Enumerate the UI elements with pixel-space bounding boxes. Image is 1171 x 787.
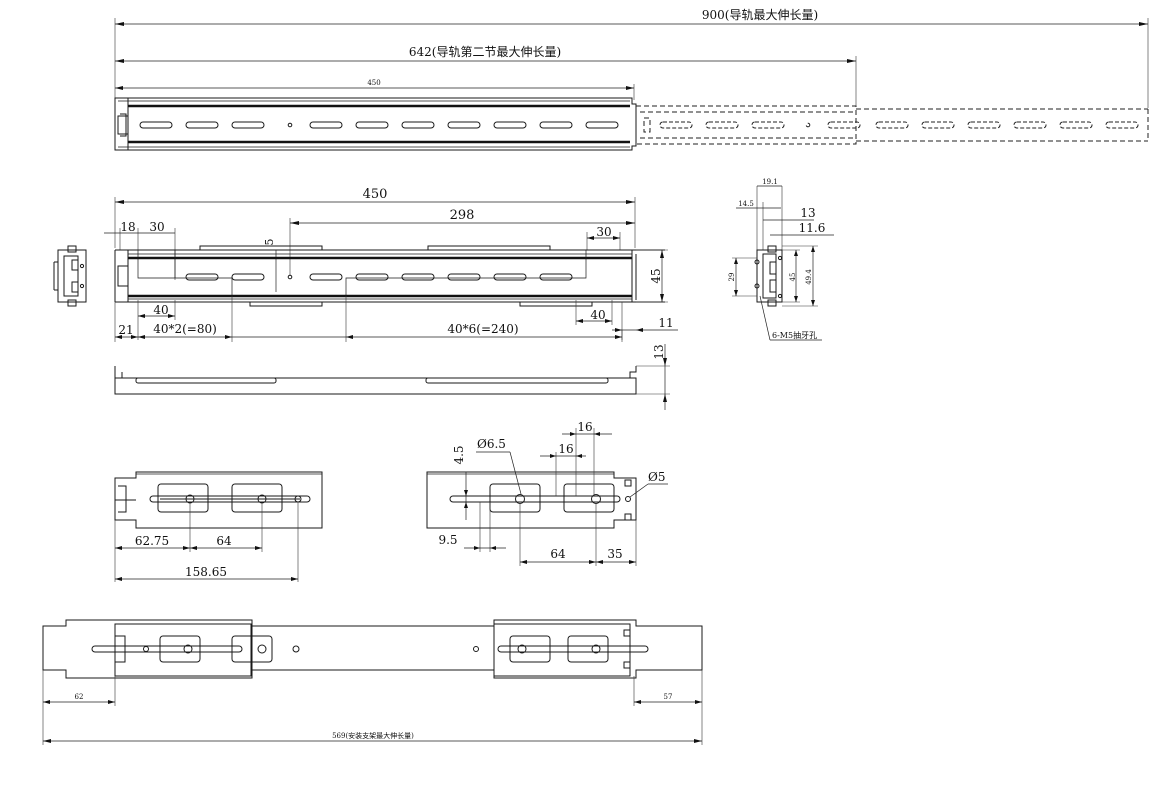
dim-45-side-label: 45 (789, 273, 797, 282)
rail-slot (493, 273, 527, 281)
dim-11-6-label: 11.6 (799, 221, 826, 235)
rail-slot (185, 273, 219, 281)
rail-slot (493, 121, 527, 129)
extended-rail-slot (921, 121, 955, 129)
dim-57-label: 57 (664, 693, 673, 701)
dim-9-5-label: 9.5 (438, 533, 457, 547)
extended-rail-slot (705, 121, 739, 129)
side-view: 19.1 14.5 13 11.6 29 45 (728, 178, 834, 341)
dim-40x6-label: 40*6(=240) (447, 322, 518, 336)
rail-slot (539, 121, 573, 129)
rail-slot (401, 121, 435, 129)
dim-64-left-label: 64 (216, 534, 232, 548)
extended-rail-slot (967, 121, 1001, 129)
dim-13-side-label: 13 (800, 206, 815, 220)
dim-62-75-label: 62.75 (135, 534, 169, 548)
rail-slot (401, 273, 435, 281)
dim-62-label: 62 (75, 693, 84, 701)
dim-18-label: 18 (120, 220, 135, 234)
dim-45-front-label: 45 (649, 268, 663, 283)
bracket-view: 4.5 Ø6.5 16 16 Ø5 62.75 64 (114, 420, 668, 582)
dim-phi6-5-label: Ø6.5 (477, 437, 506, 451)
dim-30-left-label: 30 (149, 220, 164, 234)
rail-slot (585, 121, 619, 129)
front-view: 450 298 18 30 30 5 (53, 187, 678, 342)
rail-slot (185, 121, 219, 129)
extended-rail-slot (827, 121, 861, 129)
dim-900-label: 900(导轨最大伸长量) (702, 8, 818, 22)
rail-slot (231, 121, 265, 129)
dim-16-upper-label: 16 (577, 420, 592, 434)
dim-450-front-label: 450 (363, 187, 388, 202)
extended-rail-slot (751, 121, 785, 129)
rail-slot (139, 121, 173, 129)
dim-40-right-label: 40 (590, 308, 605, 322)
dim-158-65-label: 158.65 (185, 565, 227, 579)
dim-19-1-label: 19.1 (762, 178, 778, 186)
dim-4-5-label: 4.5 (452, 445, 466, 464)
dim-30-right-label: 30 (596, 225, 611, 239)
dim-13-bottom-label: 13 (652, 344, 666, 359)
extended-rail-slot (1013, 121, 1047, 129)
dim-29-label: 29 (728, 273, 736, 282)
rail-slot (309, 273, 343, 281)
dim-16-lower-label: 16 (558, 442, 573, 456)
m5-tapped-hole-note: 6-M5抽牙孔 (772, 330, 817, 340)
dim-21-label: 21 (118, 323, 133, 337)
extended-rail-slot (875, 121, 909, 129)
dim-5-label: 5 (263, 239, 276, 246)
extended-rail-slot (659, 121, 693, 129)
end-profile-left (53, 245, 87, 307)
rail-slot (355, 121, 389, 129)
dim-450-top-label: 450 (367, 79, 380, 87)
dim-40x2-label: 40*2(=80) (153, 322, 217, 336)
dim-49-4-label: 49.4 (805, 269, 813, 285)
dim-569-label: 569(安装支架最大伸长量) (332, 731, 414, 740)
rail-slot (539, 273, 573, 281)
rail-slot (447, 121, 481, 129)
dim-298-label: 298 (450, 208, 475, 223)
bottom-thin-view: 13 (114, 344, 670, 410)
assembly-view: 62 57 569(安装支架最大伸长量) (42, 619, 703, 745)
extended-rail-slot (1059, 121, 1093, 129)
dim-14-5-label: 14.5 (738, 200, 754, 208)
rail-slot (231, 273, 265, 281)
dim-11-label: 11 (658, 316, 673, 330)
dim-phi5-label: Ø5 (648, 470, 665, 484)
dim-35-label: 35 (607, 547, 622, 561)
top-view: 900(导轨最大伸长量) 642(导轨第二节最大伸长量) 450 (114, 8, 1149, 151)
dim-64-right-label: 64 (550, 547, 566, 561)
dim-40-left-label: 40 (153, 303, 168, 317)
extended-rail-slot (1105, 121, 1139, 129)
dim-642-label: 642(导轨第二节最大伸长量) (409, 45, 561, 59)
rail-slot (355, 273, 389, 281)
rail-slot (447, 273, 481, 281)
rail-slot (309, 121, 343, 129)
